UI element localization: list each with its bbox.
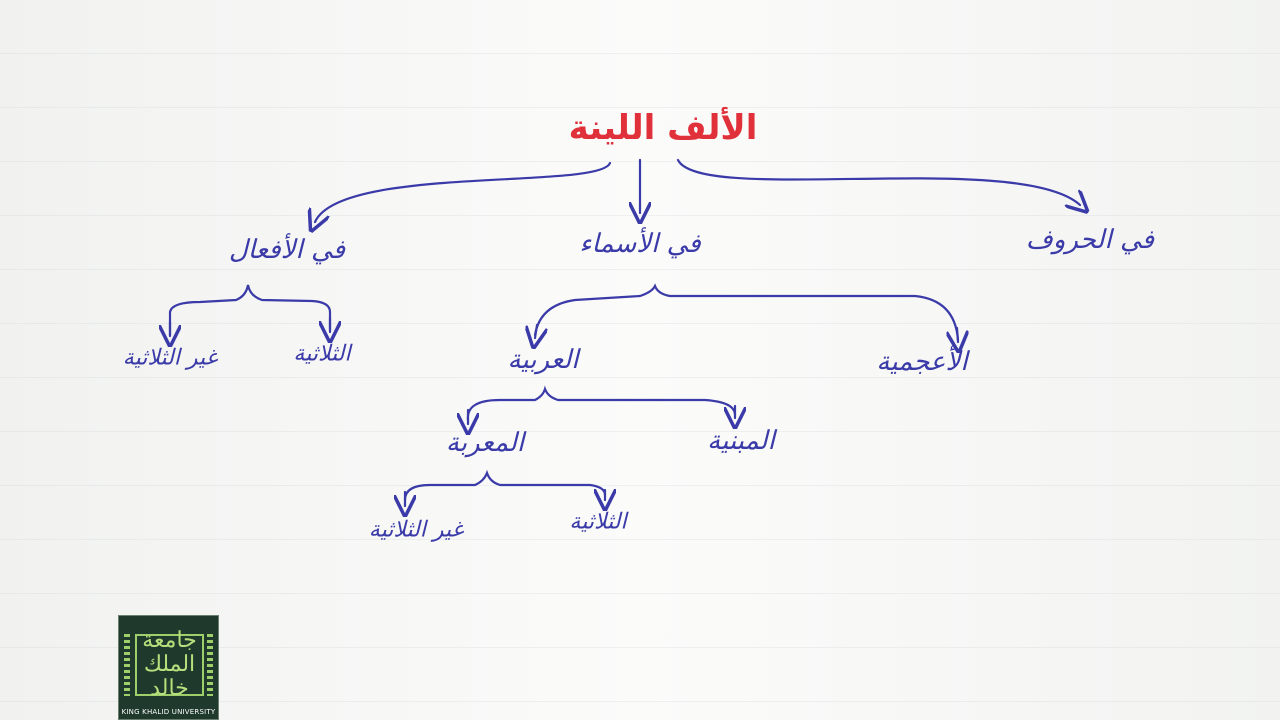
node-ajamia: الأعجمية bbox=[876, 347, 968, 377]
logo-emblem: جامعة الملك خالد bbox=[135, 628, 204, 701]
arrow-root-to-harf bbox=[676, 158, 1080, 205]
brace-arabia bbox=[466, 385, 737, 422]
node-afaal-thulathia: الثلاثية bbox=[293, 341, 351, 367]
logo-ornament-left bbox=[124, 634, 130, 696]
university-logo: جامعة الملك خالد KING KHALID UNIVERSITY bbox=[118, 615, 219, 720]
brace-asma bbox=[533, 283, 960, 342]
node-harf: في الحروف bbox=[1025, 225, 1155, 255]
root-node: الألف اللينة bbox=[568, 108, 758, 148]
node-afaal: في الأفعال bbox=[228, 235, 346, 265]
logo-calligraphy: جامعة الملك خالد bbox=[142, 627, 197, 702]
brace-afaal bbox=[168, 284, 332, 337]
node-muraba-thulathia: الثلاثية bbox=[569, 509, 627, 535]
logo-ornament-right bbox=[207, 634, 213, 696]
node-mabnia: المبنية bbox=[707, 426, 775, 456]
brace-muraba bbox=[403, 469, 607, 502]
node-arabia: العربية bbox=[507, 345, 579, 375]
arrow-asma-left bbox=[535, 323, 537, 338]
arrow-root-to-afaal bbox=[315, 161, 612, 222]
node-muraba: المعربة bbox=[445, 428, 525, 458]
node-asma: في الأسماء bbox=[579, 229, 701, 259]
node-muraba-ghayr-thulathia: غير الثلاثية bbox=[368, 517, 464, 543]
arrow-asma-right bbox=[957, 326, 958, 342]
node-afaal-ghayr-thulathia: غير الثلاثية bbox=[122, 345, 218, 371]
logo-caption: KING KHALID UNIVERSITY bbox=[121, 708, 216, 716]
